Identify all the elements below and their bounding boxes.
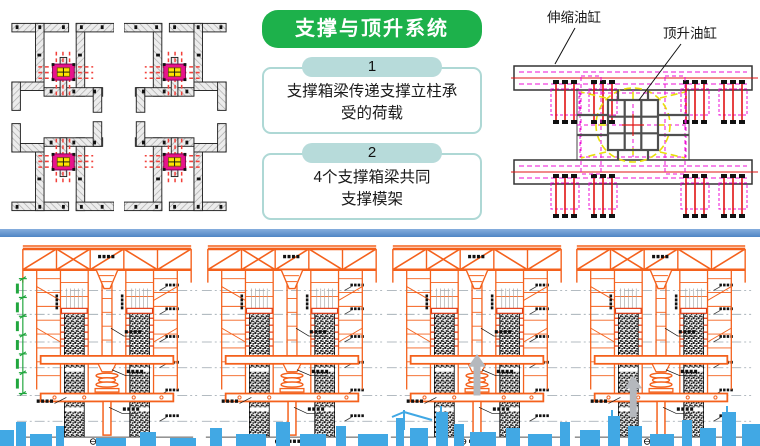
cross-section-drawing-4 [124, 120, 228, 218]
label-telescopic-cylinder: 伸缩油缸 [547, 9, 601, 25]
cross-section-drawing-1 [10, 16, 114, 114]
step-2: 2 4个支撑箱梁共同 支撑模架 [262, 143, 482, 220]
cross-section-drawing-2 [124, 16, 228, 114]
cross-section-drawing-3 [10, 120, 114, 218]
column-cross-section-grid [6, 10, 256, 226]
step-1: 1 支撑箱梁传递支撑立柱承 受的荷载 [262, 57, 482, 134]
step-1-text: 支撑箱梁传递支撑立柱承 受的荷载 [262, 67, 482, 134]
plan-view-svg: 伸缩油缸 顶升油缸 [511, 9, 758, 219]
jacking-plan-drawing: 伸缩油缸 顶升油缸 [511, 2, 758, 230]
process-panel: 支撑与顶升系统 1 支撑箱梁传递支撑立柱承 受的荷载 2 4个支撑箱梁共同 支撑… [262, 10, 482, 220]
step-2-text: 4个支撑箱梁共同 支撑模架 [262, 153, 482, 220]
section-divider-bar [0, 229, 760, 237]
step-2-number: 2 [302, 143, 442, 163]
panel-title: 支撑与顶升系统 [262, 10, 482, 48]
city-skyline-silhouette [0, 406, 760, 446]
step-1-number: 1 [302, 57, 442, 77]
label-jacking-cylinder: 顶升油缸 [663, 25, 717, 41]
